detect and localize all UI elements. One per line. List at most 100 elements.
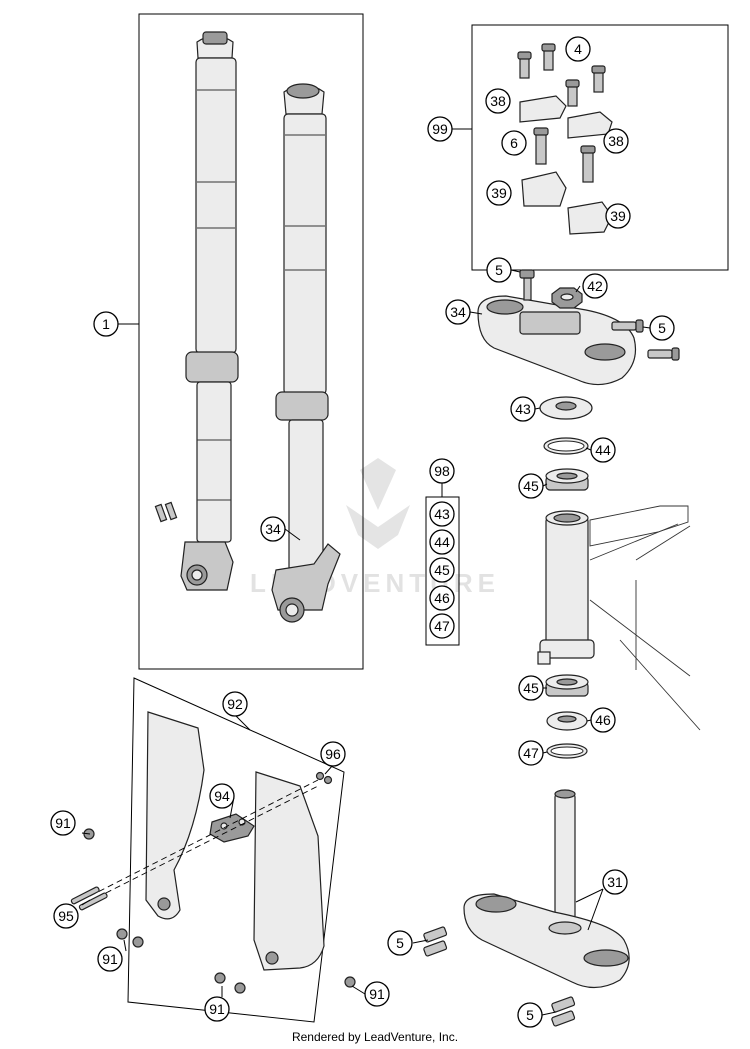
svg-text:5: 5 [526,1007,534,1023]
kit-item-44: 44 [429,529,455,555]
pinch-bolts-upper[interactable] [611,319,680,361]
svg-text:38: 38 [490,93,506,109]
svg-text:1: 1 [102,316,110,332]
callout-47: 47 [518,740,544,766]
callout-99: 99 [427,116,453,142]
svg-text:45: 45 [523,478,539,494]
svg-text:99: 99 [432,121,448,137]
callout-95: 95 [53,903,79,929]
svg-text:39: 39 [610,208,626,224]
callout-4: 4 [565,36,591,62]
svg-text:38: 38 [608,133,624,149]
kit-item-45: 45 [429,557,455,583]
callout-34a: 34 [445,299,471,325]
callout-94: 94 [209,783,235,809]
callout-46: 46 [590,707,616,733]
svg-text:39: 39 [491,185,507,201]
svg-text:95: 95 [58,908,74,924]
svg-text:91: 91 [209,1001,225,1017]
left-fork-leg[interactable] [180,31,239,591]
fork-guard-box [127,677,345,1023]
svg-text:5: 5 [658,320,666,336]
svg-text:5: 5 [495,262,503,278]
lower-clamp-pieces[interactable] [521,171,613,235]
svg-text:46: 46 [434,590,450,606]
guard-nuts[interactable] [315,771,333,785]
o-ring-44[interactable] [543,437,589,455]
footer-credit: Rendered by LeadVenture, Inc. [291,1030,459,1044]
callout-38b: 38 [603,128,629,154]
o-ring-47[interactable] [546,743,588,759]
callout-43a: 43 [510,396,536,422]
small-screws[interactable] [154,501,178,523]
svg-text:43: 43 [434,506,450,522]
svg-text:5: 5 [396,935,404,951]
callout-39a: 39 [486,180,512,206]
bearing-kit-box [425,496,460,646]
upper-clamp-pieces[interactable] [519,95,613,139]
right-fork-leg[interactable] [271,83,341,623]
svg-text:31: 31 [607,874,623,890]
kit-item-46: 46 [429,585,455,611]
callout-42: 42 [582,273,608,299]
kit-item-43: 43 [429,501,455,527]
callout-39b: 39 [605,203,631,229]
callout-45b: 45 [518,675,544,701]
long-guard-screws[interactable] [70,886,108,911]
callout-5d: 5 [517,1002,543,1028]
lower-triple-clamp-stem[interactable] [463,789,630,989]
svg-text:42: 42 [587,278,603,294]
svg-text:34: 34 [450,304,466,320]
callout-44a: 44 [590,437,616,463]
callout-34b: 34 [260,516,286,542]
clamp-kit-box [471,24,729,271]
pinch-bolts-lower[interactable] [423,926,576,1027]
callout-6: 6 [501,130,527,156]
svg-text:46: 46 [595,712,611,728]
svg-text:47: 47 [523,745,539,761]
right-fork-guard[interactable] [253,771,325,971]
callout-5b: 5 [649,315,675,341]
callout-5c: 5 [387,930,413,956]
svg-text:45: 45 [523,680,539,696]
seal-46[interactable] [546,711,588,731]
callout-98: 98 [429,458,455,484]
callout-91c: 91 [204,996,230,1022]
guard-bracket[interactable] [209,813,255,843]
svg-text:96: 96 [325,746,341,762]
callout-38a: 38 [485,88,511,114]
callout-92: 92 [222,691,248,717]
svg-text:34: 34 [265,521,281,537]
svg-text:91: 91 [55,815,71,831]
svg-text:91: 91 [102,951,118,967]
upper-bearing-45[interactable] [545,468,589,491]
svg-text:98: 98 [434,463,450,479]
callout-91a: 91 [50,810,76,836]
callout-45a: 45 [518,473,544,499]
lower-bearing-45[interactable] [545,674,589,697]
fork-assembly-box [138,13,364,670]
svg-text:47: 47 [434,618,450,634]
leader-lines [81,269,651,1016]
svg-text:6: 6 [510,135,518,151]
callout-31: 31 [602,869,628,895]
callout-5a: 5 [486,257,512,283]
callout-91b: 91 [97,946,123,972]
svg-text:4: 4 [574,41,582,57]
svg-text:94: 94 [214,788,230,804]
left-fork-guard[interactable] [145,711,205,920]
stem-bolt[interactable] [519,269,535,301]
svg-text:91: 91 [369,986,385,1002]
upper-triple-clamp[interactable] [477,295,637,386]
dust-seal-43[interactable] [539,396,593,420]
stem-nut[interactable] [551,287,583,309]
frame-head-tube[interactable] [537,505,701,731]
callout-1: 1 [93,311,119,337]
callout-96: 96 [320,741,346,767]
svg-text:45: 45 [434,562,450,578]
kit-item-47: 47 [429,613,455,639]
svg-text:44: 44 [595,442,611,458]
svg-text:43: 43 [515,401,531,417]
clamp-bolts[interactable] [517,43,606,183]
svg-text:92: 92 [227,696,243,712]
